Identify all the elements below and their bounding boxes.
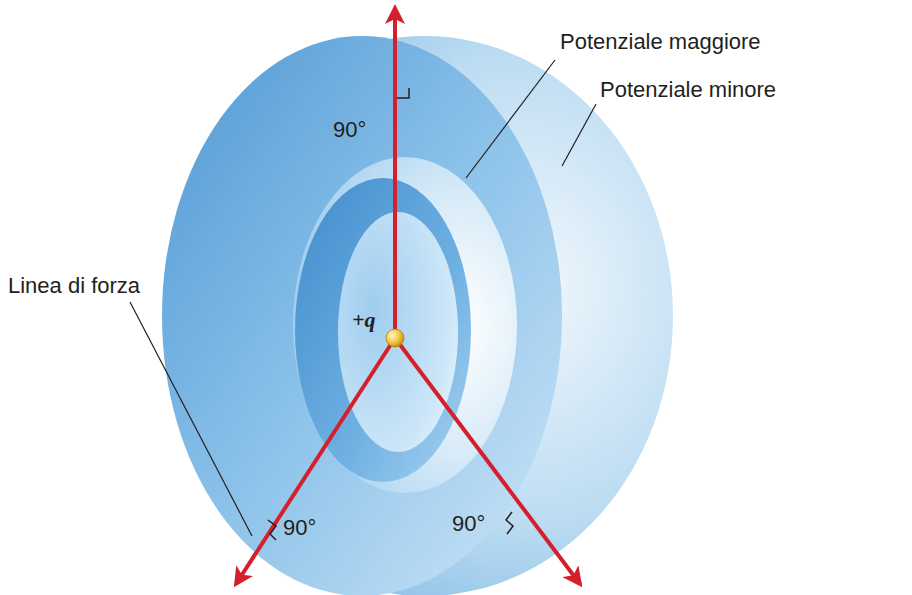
angle-bracket <box>506 512 513 534</box>
angle-label: 90° <box>452 512 485 536</box>
callout-label: Linea di forza <box>8 274 140 298</box>
outer-shell-face <box>162 36 562 595</box>
right-angle-mark <box>397 88 409 98</box>
leader-line <box>130 302 252 536</box>
angle-label: 90° <box>283 516 316 540</box>
right-angle-marks <box>268 88 513 540</box>
callout-label: Potenziale minore <box>600 78 776 102</box>
field-line <box>395 338 580 584</box>
leader-line <box>466 60 555 178</box>
field-lines <box>236 8 580 584</box>
field-line <box>393 8 397 338</box>
angle-label: 90° <box>333 118 366 142</box>
point-charge <box>386 329 404 347</box>
leader-line <box>562 104 596 166</box>
inner-shell-face <box>295 178 471 482</box>
inner-shell-interior <box>338 212 458 452</box>
leader-lines <box>130 60 596 536</box>
charge-label: +q <box>352 308 376 332</box>
angle-bracket <box>268 520 276 540</box>
callout-label: Potenziale maggiore <box>560 30 761 54</box>
field-line <box>236 338 395 584</box>
